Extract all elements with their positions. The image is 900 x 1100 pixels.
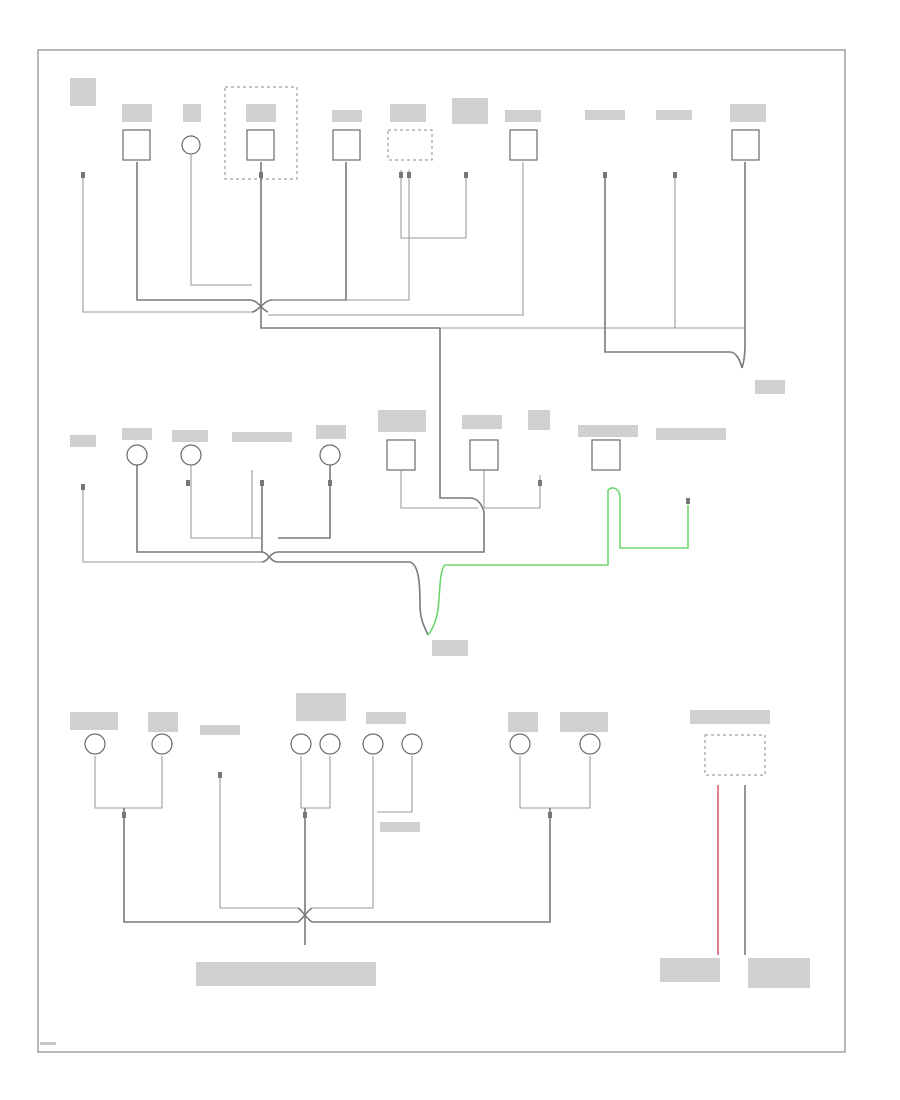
lamp-icon [181,135,201,155]
pin-marker [464,172,468,178]
diagram-frame [37,49,846,1053]
label-mark [508,712,538,732]
lamp-icon [126,444,148,466]
pin-marker [673,172,677,178]
component-box [122,129,151,161]
component-box [591,439,621,471]
label-mark [378,410,426,432]
label-mark [730,104,766,122]
pin-marker [122,812,126,818]
lamp-icon [180,444,202,466]
lamp-icon [290,733,312,755]
pin-marker [186,480,190,486]
label-mark [148,712,178,732]
label-mark [70,78,96,106]
middle-ground-section [82,439,689,636]
middle-wires [82,465,689,636]
label-mark [122,428,152,440]
connector-pins [81,172,690,818]
label-mark [660,958,720,982]
label-mark [316,425,346,439]
footer-code-mark [40,1042,56,1045]
label-mark [656,110,692,120]
lamp-icon [84,733,106,755]
label-mark [432,640,468,656]
label-mark [122,104,152,122]
lamp-icon [319,444,341,466]
pin-marker [686,498,690,504]
lamp-icon [319,733,341,755]
label-mark [462,415,502,429]
label-mark [200,725,240,735]
label-mark [505,110,541,122]
pin-marker [81,484,85,490]
label-mark [332,110,362,122]
lamp-icon [151,733,173,755]
pin-marker [328,480,332,486]
label-marks [70,78,810,988]
label-mark [560,712,608,732]
component-box [332,129,361,161]
dashed-component-box [387,129,433,161]
label-mark [366,712,406,724]
middle-component-row [126,439,621,471]
label-mark [296,693,346,721]
pin-marker [399,172,403,178]
top-wires [82,155,746,499]
bottom-ground-section [84,733,766,955]
label-mark [755,380,785,394]
pin-marker [548,812,552,818]
component-box [731,129,760,161]
pin-marker [260,480,264,486]
label-mark [246,104,276,122]
label-mark [656,428,726,440]
pin-marker [603,172,607,178]
pin-marker [538,480,542,486]
label-mark [452,98,488,124]
component-box [386,439,416,471]
lamp-icon [362,733,384,755]
component-box [246,129,275,161]
lamp-icon [509,733,531,755]
top-component-row [122,86,760,180]
pin-marker [303,812,307,818]
top-ground-section [82,86,760,499]
component-box [509,129,538,161]
label-mark [390,104,426,122]
label-mark [585,110,625,120]
dashed-component-box [704,734,766,776]
label-mark [70,435,96,447]
label-mark [196,962,376,986]
label-mark [380,822,420,832]
label-mark [690,710,770,724]
pin-marker [218,772,222,778]
label-mark [232,432,292,442]
label-mark [528,410,550,430]
label-mark [70,712,118,730]
pin-marker [259,172,263,178]
pin-marker [407,172,411,178]
label-mark [578,425,638,437]
label-mark [183,104,201,122]
bottom-wires [94,756,746,955]
label-mark [172,430,208,442]
label-mark [748,958,810,988]
lamp-icon [579,733,601,755]
bottom-component-row [84,733,766,776]
lamp-icon [401,733,423,755]
pin-marker [81,172,85,178]
component-box [469,439,499,471]
